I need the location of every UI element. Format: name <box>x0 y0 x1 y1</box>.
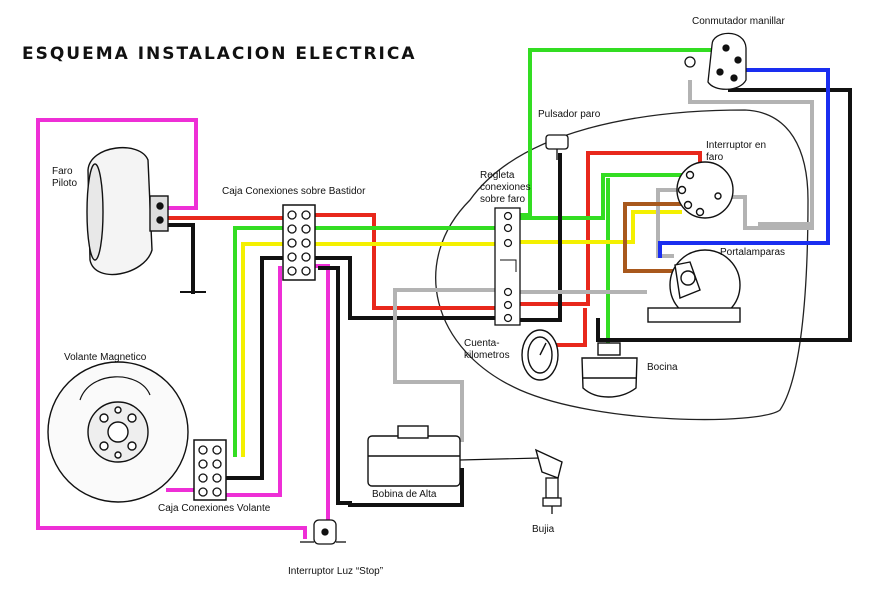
label-caja-bastidor: Caja Conexiones sobre Bastidor <box>222 186 366 197</box>
wire-black-bobina <box>318 266 464 507</box>
label-bocina: Bocina <box>647 362 678 373</box>
wire-red-bastidor <box>313 213 502 310</box>
pulsador-paro <box>545 134 569 160</box>
wire-red-interruptor <box>518 151 702 306</box>
label-cuentakm: Cuenta-kilometros <box>464 338 510 361</box>
label-bobina: Bobina de Alta <box>372 489 437 500</box>
wire-black-main <box>596 88 852 342</box>
wire-yellow-main <box>241 242 285 457</box>
label-faro-piloto: Faro Piloto <box>52 166 78 189</box>
label-conmutador: Conmutador manillar <box>692 16 785 27</box>
bobina-alta <box>367 425 563 487</box>
wire-blue <box>658 68 830 258</box>
conmutador-manillar <box>684 32 747 90</box>
label-bujia: Bujia <box>532 524 555 535</box>
label-pulsador: Pulsador paro <box>538 109 601 120</box>
bujia <box>542 477 562 514</box>
wire-black-pulsador <box>518 153 562 322</box>
wire-red-cuentakm <box>553 308 587 347</box>
volante-magnetico <box>47 361 189 503</box>
wire-black-faro <box>168 223 195 294</box>
regleta <box>494 207 521 326</box>
label-volante: Volante Magnetico <box>64 352 147 363</box>
faro-piloto <box>86 146 206 293</box>
portalamparas <box>647 249 741 323</box>
wire-brown <box>623 202 682 273</box>
diagram-title: ESQUEMA INSTALACION ELECTRICA <box>22 44 417 64</box>
headlamp-shell <box>435 109 809 421</box>
wire-black-volante <box>223 256 285 480</box>
label-regleta: Regleta conexiones sobre faro <box>480 170 531 205</box>
bocina <box>581 342 638 398</box>
caja-bastidor <box>282 204 316 281</box>
wire-magenta-main <box>36 118 307 539</box>
label-interruptor-faro: Interruptor en faro <box>706 140 767 163</box>
label-portalamparas: Portalamparas <box>720 247 786 258</box>
interruptor-faro <box>676 161 734 219</box>
wire-grey-regleta <box>393 288 502 384</box>
label-caja-volante: Caja Conexiones Volante <box>158 503 271 514</box>
wire-grey-bobina <box>393 380 464 442</box>
wire-magenta-stop-2 <box>223 266 282 497</box>
interruptor-stop <box>300 519 346 545</box>
wire-black-bastidor <box>313 256 502 320</box>
cuentakilometros <box>521 329 559 381</box>
wire-green-main <box>233 226 285 457</box>
label-stop: Interruptor Luz “Stop” <box>288 566 384 577</box>
wire-magenta-stop <box>311 264 330 522</box>
caja-volante <box>193 439 227 501</box>
wire-grey-top <box>688 80 814 226</box>
